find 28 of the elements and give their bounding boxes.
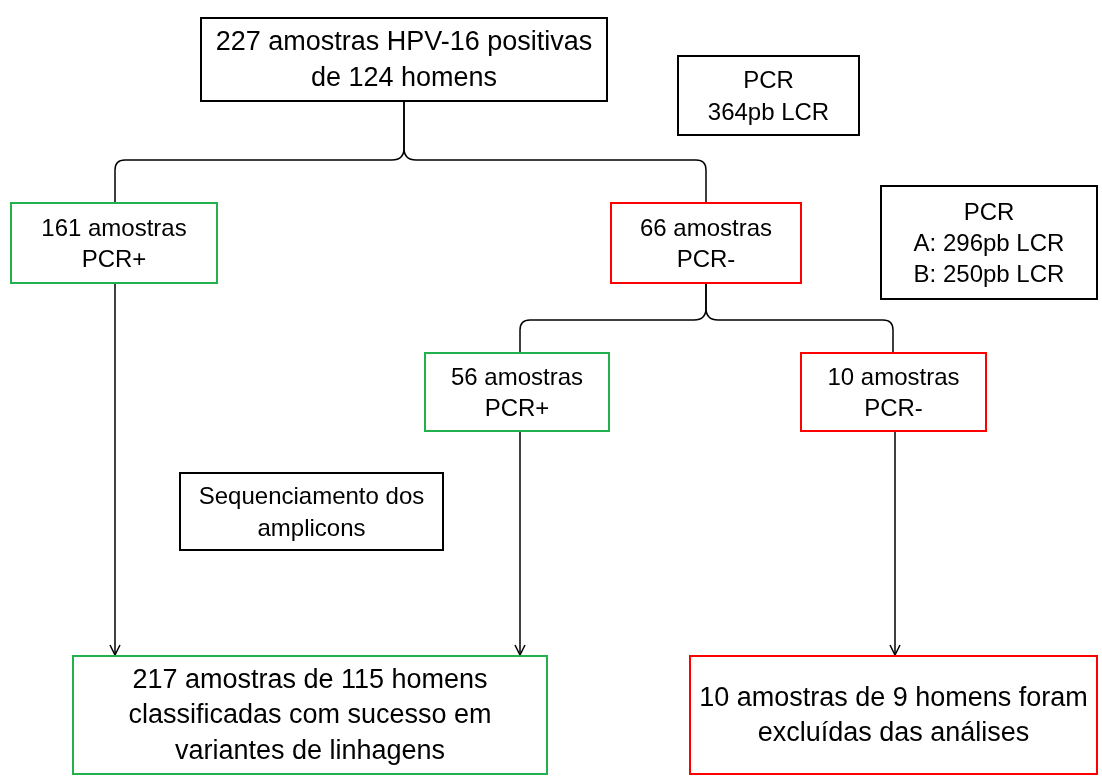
box-text: 364pb LCR: [707, 96, 830, 127]
bracket-connector: [705, 283, 894, 353]
box-text: PCR: [963, 196, 1015, 227]
process-box: [800, 352, 987, 432]
process-box: [179, 472, 444, 551]
arrow: [514, 431, 526, 656]
process-box: [610, 202, 802, 284]
box-text: 10 amostras PCR-: [826, 361, 961, 423]
arrow: [889, 431, 901, 656]
box-text: B: 250pb LCR: [913, 259, 1065, 290]
box-text: 161 amostras PCR+: [40, 212, 188, 274]
box-text: 227 amostras HPV-16 positivas de 124 homens: [214, 25, 594, 94]
process-box: [689, 655, 1098, 775]
box-text: 56 amostras PCR+: [449, 361, 585, 423]
process-box: [200, 17, 608, 102]
box-text: 10 amostras de 9 homens foram excluídas das análises: [699, 680, 1088, 749]
arrow: [109, 283, 121, 656]
box-text: 66 amostras PCR-: [638, 212, 774, 274]
process-box: [72, 655, 548, 775]
box-text: PCR: [743, 65, 794, 96]
process-box: [880, 185, 1098, 300]
box-text: Sequenciamento dos amplicons: [197, 481, 426, 543]
box-text: A: 296pb LCR: [913, 227, 1065, 258]
process-box: [677, 55, 860, 136]
bracket-connector: [403, 101, 707, 203]
process-box: [424, 352, 610, 432]
box-text: 217 amostras de 115 homens classificadas com sucesso em variantes de linhagens: [127, 663, 493, 767]
process-box: [10, 202, 218, 284]
